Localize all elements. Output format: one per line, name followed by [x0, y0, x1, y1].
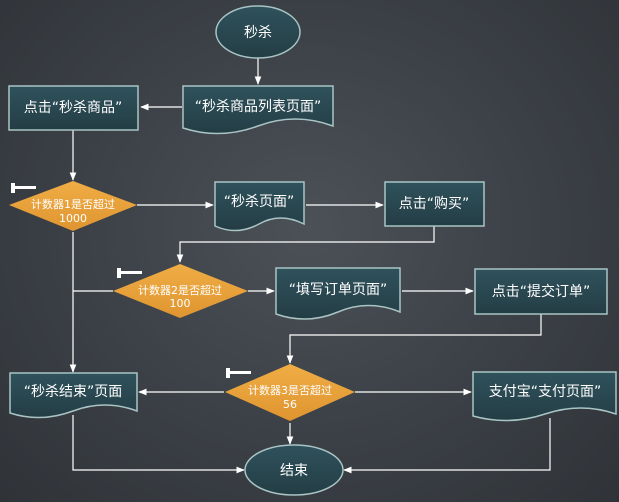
decision-3: 计数器3是否超过 56 [225, 364, 355, 421]
end-page-node: “秒杀结束”页面 [9, 372, 138, 419]
arrow-end-page-to-end [72, 415, 245, 474]
submit-order-label: 点击“提交订单” [492, 283, 591, 300]
arrow-submit-to-d3 [286, 314, 542, 364]
start-node: 秒杀 [215, 5, 301, 59]
decision-2-line2: 100 [170, 297, 191, 310]
end-label: 结束 [280, 463, 308, 479]
decision-3-line1: 计数器3是否超过 [248, 383, 332, 397]
decision-1-line1: 计数器1是否超过 [31, 197, 115, 211]
hammer-icon [11, 183, 36, 193]
click-buy-label: 点击“购买” [399, 196, 470, 212]
hammer-icon [117, 268, 142, 278]
decision-3-line2: 56 [283, 398, 297, 411]
hammer-icon [226, 368, 251, 378]
end-node: 结束 [244, 444, 344, 496]
end-page-label: “秒杀结束”页面 [24, 384, 123, 400]
pay-page-node: 支付宝“支付页面” [472, 371, 617, 422]
fill-order-node: “填写订单页面” [275, 267, 401, 320]
submit-order-node: 点击“提交订单” [474, 268, 608, 315]
fill-order-label: “填写订单页面” [289, 282, 388, 298]
seckill-page-label: “秒杀页面” [224, 194, 295, 210]
list-page-label: “秒杀商品列表页面” [195, 99, 322, 115]
decision-1: 计数器1是否超过 1000 [9, 181, 137, 231]
pay-page-label: 支付宝“支付页面” [489, 384, 602, 400]
arrow-pay-page-to-end [343, 418, 551, 474]
decision-2-line1: 计数器2是否超过 [138, 283, 222, 297]
arrow-click-buy-to-d2 [176, 226, 435, 263]
click-buy-node: 点击“购买” [384, 181, 485, 227]
start-label: 秒杀 [244, 25, 272, 41]
decision-2: 计数器2是否超过 100 [113, 264, 248, 318]
connectors [69, 58, 551, 474]
seckill-page-node: “秒杀页面” [214, 181, 305, 232]
click-item-label: 点击“秒杀商品” [24, 100, 123, 116]
decision-1-line2: 1000 [59, 212, 87, 225]
click-item-node: 点击“秒杀商品” [8, 85, 139, 131]
list-page-node: “秒杀商品列表页面” [182, 85, 334, 135]
